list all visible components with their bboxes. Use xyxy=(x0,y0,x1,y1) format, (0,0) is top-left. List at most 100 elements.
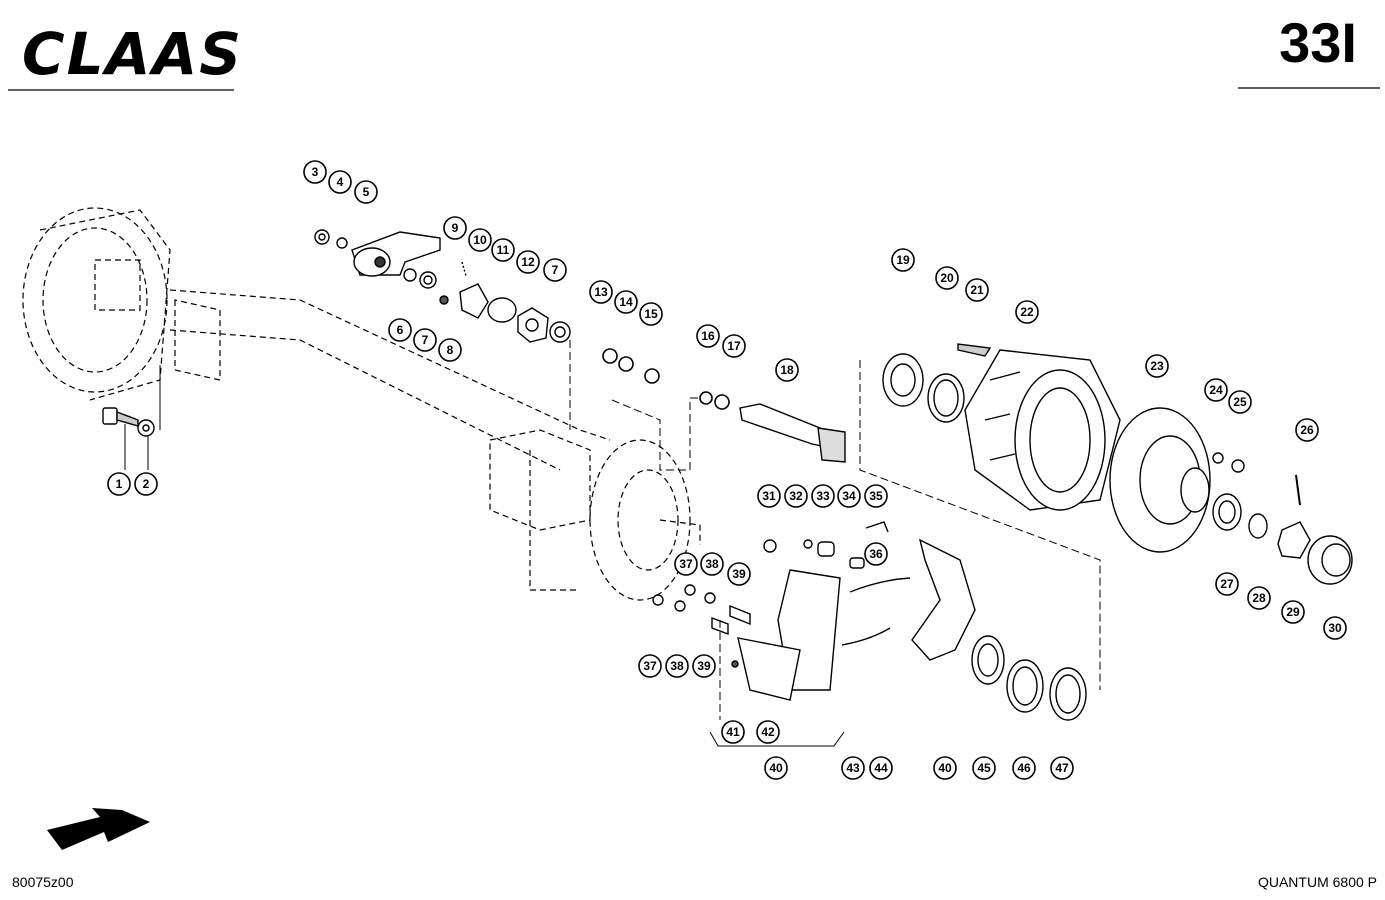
drawing-id: 80075z00 xyxy=(12,874,74,890)
callout-label: 42 xyxy=(761,725,775,739)
callout-label: 32 xyxy=(789,489,803,503)
callout-label: 14 xyxy=(619,295,633,309)
callout-6: 6 xyxy=(388,318,412,342)
callout-circle xyxy=(965,278,989,302)
callout-22: 22 xyxy=(1015,300,1039,324)
callout-label: 31 xyxy=(762,489,776,503)
callout-circle xyxy=(841,756,865,780)
logo-text: CLAAS xyxy=(22,22,243,82)
callout-1: 1 xyxy=(107,472,131,496)
callout-42: 42 xyxy=(756,720,780,744)
callout-33: 33 xyxy=(811,484,835,508)
callout-circle xyxy=(614,290,638,314)
callout-11: 11 xyxy=(491,238,515,262)
callout-37b: 37 xyxy=(638,654,662,678)
callout-circle xyxy=(811,484,835,508)
callout-label: 38 xyxy=(670,659,684,673)
callout-label: 39 xyxy=(697,659,711,673)
callout-32: 32 xyxy=(784,484,808,508)
callout-label: 10 xyxy=(473,233,487,247)
callout-label: 15 xyxy=(644,307,658,321)
callout-44: 44 xyxy=(869,756,893,780)
callout-4: 4 xyxy=(328,170,352,194)
callout-circle xyxy=(413,328,437,352)
callout-40b: 40 xyxy=(933,756,957,780)
callout-circle xyxy=(933,756,957,780)
callout-circle xyxy=(388,318,412,342)
callout-circle xyxy=(696,324,720,348)
callout-label: 30 xyxy=(1328,621,1342,635)
callout-label: 40 xyxy=(769,761,783,775)
callout-28: 28 xyxy=(1247,586,1271,610)
callout-circle xyxy=(443,216,467,240)
callout-16: 16 xyxy=(696,324,720,348)
callout-45: 45 xyxy=(972,756,996,780)
bolt-and-nut xyxy=(102,407,155,437)
callout-circle xyxy=(328,170,352,194)
callout-39b: 39 xyxy=(692,654,716,678)
callout-7a: 7 xyxy=(413,328,437,352)
callout-19: 19 xyxy=(891,248,915,272)
callout-label: 21 xyxy=(970,283,984,297)
callout-13: 13 xyxy=(589,280,613,304)
callout-circle xyxy=(491,238,515,262)
slack-adjuster-parts xyxy=(314,229,571,343)
callout-circle xyxy=(354,180,378,204)
callout-label: 20 xyxy=(940,271,954,285)
callout-circle xyxy=(784,484,808,508)
camshaft xyxy=(739,403,846,463)
callout-circle xyxy=(700,552,724,576)
callout-circle xyxy=(764,756,788,780)
callout-40a: 40 xyxy=(764,756,788,780)
callout-18: 18 xyxy=(775,358,799,382)
callout-label: 25 xyxy=(1233,395,1247,409)
callout-circle xyxy=(756,720,780,744)
callout-circle xyxy=(674,552,698,576)
callout-label: 22 xyxy=(1020,305,1034,319)
callout-26: 26 xyxy=(1295,418,1319,442)
callout-circle xyxy=(516,250,540,274)
callout-circle xyxy=(543,258,567,282)
callout-label: 24 xyxy=(1209,383,1223,397)
callout-label: 41 xyxy=(726,725,740,739)
leader-lines xyxy=(569,340,1101,720)
callout-label: 28 xyxy=(1252,591,1266,605)
callout-10: 10 xyxy=(468,228,492,252)
callout-label: 44 xyxy=(874,761,888,775)
callout-label: 2 xyxy=(143,477,150,491)
callout-label: 18 xyxy=(780,363,794,377)
model-name: QUANTUM 6800 P xyxy=(1257,874,1377,890)
callout-label: 7 xyxy=(552,263,559,277)
callout-circle xyxy=(869,756,893,780)
callout-circle xyxy=(1295,418,1319,442)
callout-label: 6 xyxy=(397,323,404,337)
callout-circle xyxy=(1323,616,1347,640)
callout-label: 43 xyxy=(846,761,860,775)
callout-24: 24 xyxy=(1204,378,1228,402)
callout-38b: 38 xyxy=(665,654,689,678)
brake-drum-assembly xyxy=(882,343,1121,511)
callout-label: 37 xyxy=(643,659,657,673)
callout-circle xyxy=(935,266,959,290)
group-brackets xyxy=(124,365,845,747)
callout-label: 1 xyxy=(116,477,123,491)
callout-circle xyxy=(665,654,689,678)
callout-label: 8 xyxy=(447,343,454,357)
callout-circle xyxy=(722,334,746,358)
callout-5: 5 xyxy=(354,180,378,204)
callout-circle xyxy=(721,720,745,744)
callout-label: 45 xyxy=(977,761,991,775)
callout-label: 16 xyxy=(701,329,715,343)
callout-circle xyxy=(639,302,663,326)
callout-label: 39 xyxy=(732,567,746,581)
axle-housing xyxy=(22,207,701,601)
callout-label: 11 xyxy=(497,243,510,257)
page-number: 33I xyxy=(1279,11,1357,74)
callout-circle xyxy=(692,654,716,678)
direction-arrow-icon xyxy=(47,808,150,850)
callout-label: 36 xyxy=(869,547,883,561)
callout-27: 27 xyxy=(1215,572,1239,596)
callout-label: 4 xyxy=(337,175,344,189)
